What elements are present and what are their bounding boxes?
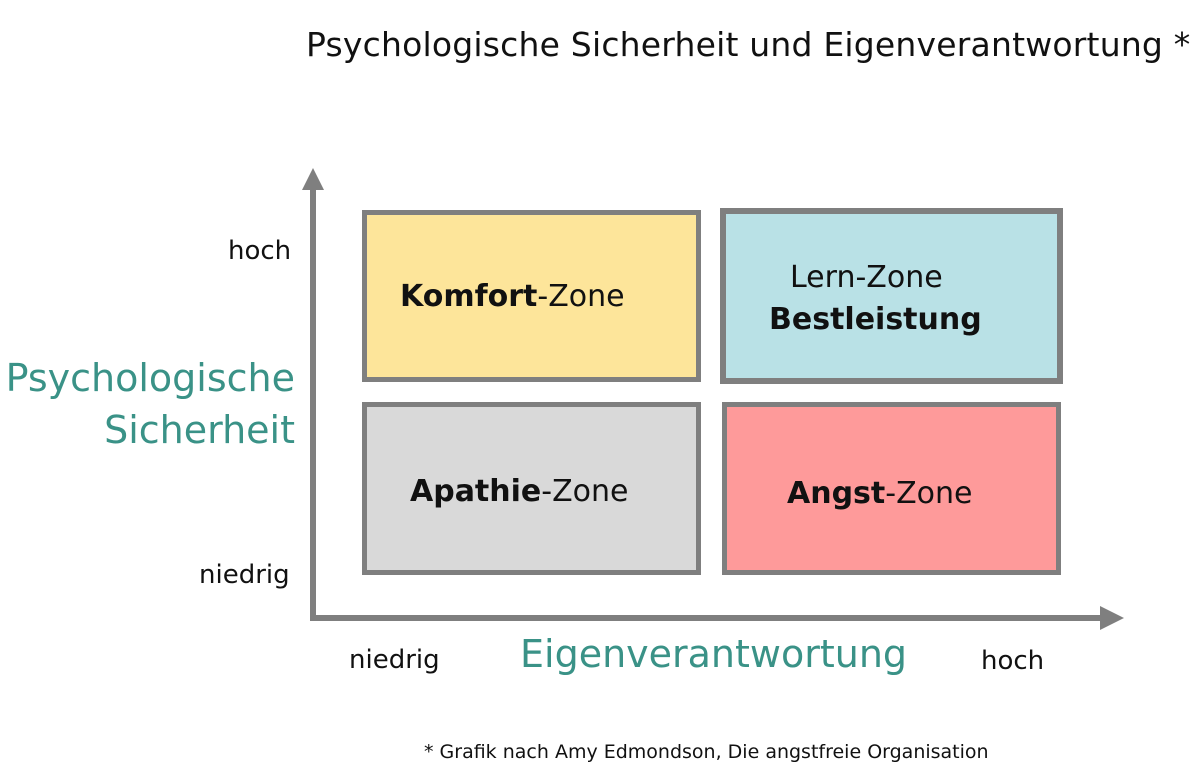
x-axis-title: Eigenverantwortung	[520, 632, 908, 676]
y-axis-title: Psychologische Sicherheit	[6, 352, 295, 456]
y-axis-low-label: niedrig	[199, 560, 290, 590]
x-axis-arrow	[310, 606, 1124, 630]
y-axis-high-label: hoch	[228, 236, 292, 266]
apathie-zone-label: Apathie-Zone	[410, 474, 628, 509]
angst-zone-suffix: -Zone	[885, 476, 973, 511]
komfort-zone-label: Komfort-Zone	[400, 279, 625, 314]
apathie-zone-suffix: -Zone	[541, 474, 629, 509]
x-axis-low-label: niedrig	[349, 645, 440, 675]
lern-zone-box: Lern-Zone Bestleistung	[720, 208, 1063, 384]
komfort-zone-suffix: -Zone	[537, 279, 625, 314]
lern-zone-line1: Lern-Zone	[790, 260, 943, 295]
x-axis-high-label: hoch	[981, 646, 1045, 676]
y-axis-title-line1: Psychologische	[5, 356, 295, 400]
angst-zone-bold: Angst	[787, 476, 886, 511]
angst-zone-label: Angst-Zone	[787, 476, 972, 511]
footnote: * Grafik nach Amy Edmondson, Die angstfr…	[424, 741, 989, 763]
y-axis-arrow	[302, 168, 324, 618]
komfort-zone-box: Komfort-Zone	[362, 210, 701, 382]
lern-zone-line2: Bestleistung	[769, 302, 982, 337]
y-axis-title-line2: Sicherheit	[104, 408, 295, 452]
apathie-zone-bold: Apathie	[410, 474, 542, 509]
apathie-zone-box: Apathie-Zone	[362, 402, 701, 575]
page-title: Psychologische Sicherheit und Eigenveran…	[306, 25, 1191, 64]
komfort-zone-bold: Komfort	[400, 279, 538, 314]
angst-zone-box: Angst-Zone	[722, 402, 1061, 575]
